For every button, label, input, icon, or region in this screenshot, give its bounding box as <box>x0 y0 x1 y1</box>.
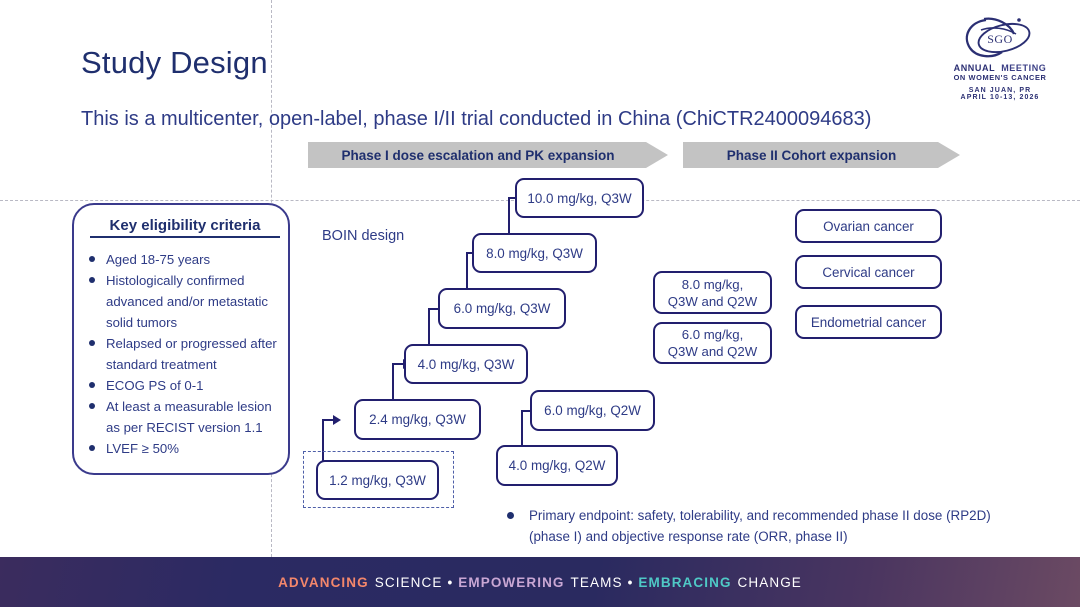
footer-word-teams: TEAMS <box>570 574 623 590</box>
list-item: LVEF ≥ 50% <box>84 438 286 459</box>
logo-line-1: ANNUAL MEETING <box>940 63 1060 73</box>
page-subtitle: This is a multicenter, open-label, phase… <box>81 108 872 130</box>
boin-design-label: BOIN design <box>322 228 405 244</box>
arrow-head-icon <box>333 415 341 425</box>
bullet-icon <box>89 382 95 388</box>
bullet-icon <box>89 403 95 409</box>
dose-box-4-0-q2w[interactable]: 4.0 mg/kg, Q2W <box>496 445 618 486</box>
cohort-box-endometrial[interactable]: Endometrial cancer <box>795 305 942 339</box>
arrow-arm <box>521 410 535 412</box>
arrow-arm <box>428 308 442 310</box>
arrow-stem <box>521 410 523 454</box>
sgo-swirl-icon: SGO <box>940 14 1060 62</box>
logo-line-4: APRIL 10-13, 2026 <box>960 94 1040 101</box>
list-item: Aged 18-75 years <box>84 249 286 270</box>
logo-line1-a: ANNUAL <box>953 63 996 73</box>
arrow-stem <box>322 419 324 463</box>
phase-banner-1-label: Phase I dose escalation and PK expansion <box>341 147 615 163</box>
eligibility-item-text: LVEF ≥ 50% <box>106 441 179 456</box>
eligibility-item-text: Histologically confirmed advanced and/or… <box>106 273 269 330</box>
page-title: Study Design <box>81 45 268 80</box>
eligibility-item-text: ECOG PS of 0-1 <box>106 378 204 393</box>
expansion-dose-line2: Q3W and Q2W <box>667 293 758 309</box>
expansion-dose-box-8-0[interactable]: 8.0 mg/kg, Q3W and Q2W <box>653 271 772 314</box>
logo-line1-b: MEETING <box>1001 63 1047 73</box>
footer-word-empowering: EMPOWERING <box>458 574 565 590</box>
logo-line-3: SAN JUAN, PR <box>968 87 1032 94</box>
selection-outline <box>303 451 454 508</box>
arrow-stem <box>508 197 510 242</box>
expansion-dose-line1: 8.0 mg/kg, <box>681 276 744 292</box>
arrow-stem <box>392 363 394 408</box>
cohort-box-cervical[interactable]: Cervical cancer <box>795 255 942 289</box>
dose-box-10-0-q3w[interactable]: 10.0 mg/kg, Q3W <box>515 178 644 218</box>
footer-word-advancing: ADVANCING <box>278 574 369 590</box>
primary-endpoint: Primary endpoint: safety, tolerability, … <box>507 505 1009 547</box>
phase-banner-1: Phase I dose escalation and PK expansion <box>308 142 668 168</box>
eligibility-item-text: Relapsed or progressed after standard tr… <box>106 336 277 372</box>
list-item: ECOG PS of 0-1 <box>84 375 286 396</box>
phase-banner-2-label: Phase II Cohort expansion <box>726 147 897 163</box>
eligibility-item-text: Aged 18-75 years <box>106 252 211 267</box>
footer-word-change: CHANGE <box>737 574 802 590</box>
footer-word-embracing: EMBRACING <box>638 574 732 590</box>
dose-box-1-2-q3w[interactable]: 1.2 mg/kg, Q3W <box>316 460 439 500</box>
list-item: Histologically confirmed advanced and/or… <box>84 270 286 333</box>
bullet-icon <box>89 256 95 262</box>
expansion-dose-line2: Q3W and Q2W <box>667 344 758 359</box>
bullet-icon <box>89 277 95 283</box>
arrow-arm <box>322 419 336 421</box>
dose-box-4-0-q3w[interactable]: 4.0 mg/kg, Q3W <box>404 344 528 384</box>
logo-line-2: ON WOMEN'S CANCER <box>953 73 1047 82</box>
primary-endpoint-text: Primary endpoint: safety, tolerability, … <box>529 508 991 544</box>
eligibility-item-text: At least a measurable lesion as per RECI… <box>106 399 272 435</box>
bullet-icon <box>507 512 514 519</box>
footer-separator: • <box>627 574 634 590</box>
expansion-dose-box-6-0[interactable]: 6.0 mg/kg, Q3W and Q2W <box>653 322 772 364</box>
dose-box-8-0-q3w[interactable]: 8.0 mg/kg, Q3W <box>472 233 597 273</box>
dose-box-2-4-q3w[interactable]: 2.4 mg/kg, Q3W <box>354 399 481 440</box>
footer-word-science: SCIENCE <box>374 574 443 590</box>
list-item: At least a measurable lesion as per RECI… <box>84 396 286 438</box>
sgo-logo: SGO ANNUAL MEETING ON WOMEN'S CANCER SAN … <box>940 14 1060 108</box>
expansion-dose-line1: 6.0 mg/kg, <box>681 327 744 342</box>
bullet-icon <box>89 340 95 346</box>
arrow-stem <box>428 308 430 352</box>
arrow-stem <box>466 252 468 297</box>
bullet-icon <box>89 445 95 451</box>
dose-box-6-0-q3w[interactable]: 6.0 mg/kg, Q3W <box>438 288 566 329</box>
svg-text:SGO: SGO <box>987 32 1013 46</box>
cohort-box-ovarian[interactable]: Ovarian cancer <box>795 209 942 243</box>
list-item: Relapsed or progressed after standard tr… <box>84 333 286 375</box>
dose-box-6-0-q2w[interactable]: 6.0 mg/kg, Q2W <box>530 390 655 431</box>
phase-banner-2: Phase II Cohort expansion <box>683 142 960 168</box>
arrow-arm <box>392 363 406 365</box>
key-eligibility-card: Key eligibility criteria Aged 18-75 year… <box>72 203 290 475</box>
footer-separator: • <box>447 574 454 590</box>
eligibility-list: Aged 18-75 years Histologically confirme… <box>84 249 286 459</box>
eligibility-heading: Key eligibility criteria <box>90 217 280 238</box>
